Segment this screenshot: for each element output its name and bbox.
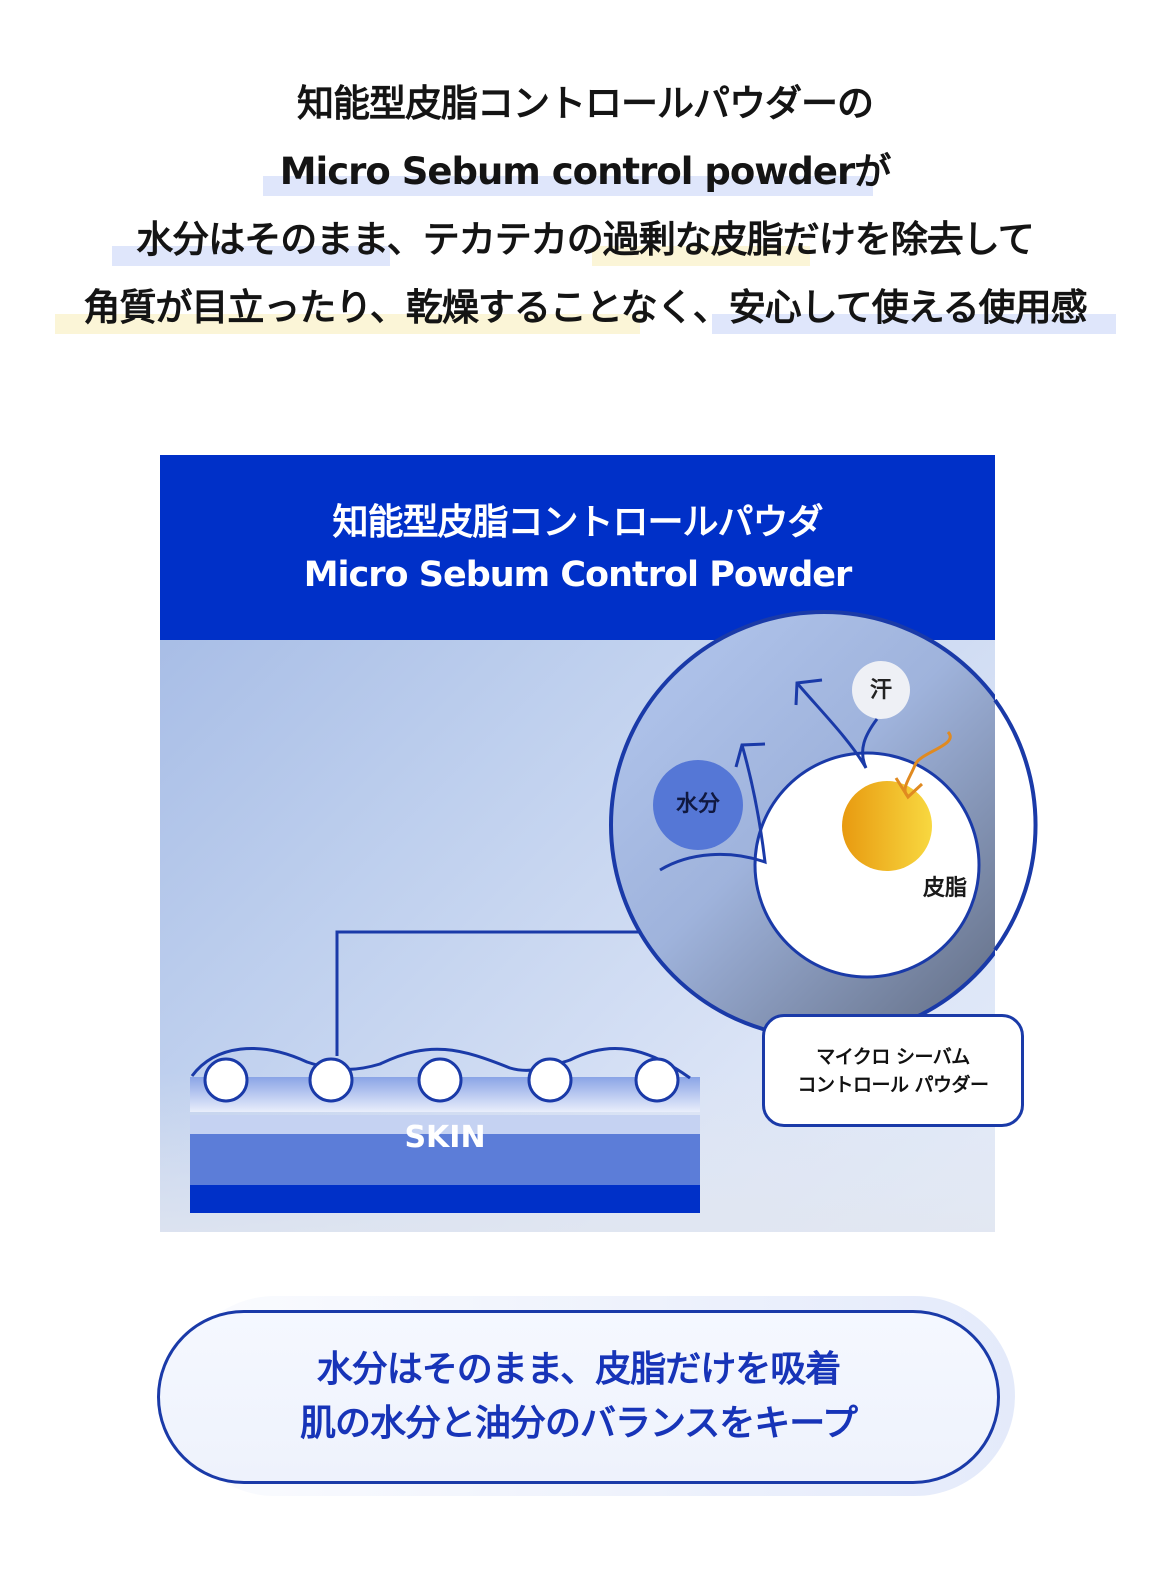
powder-particles bbox=[203, 1057, 680, 1103]
powder-callout: マイクロ シーバム コントロール パウダー bbox=[762, 1014, 1024, 1127]
sebum-drop bbox=[842, 781, 932, 871]
connector-line bbox=[335, 930, 640, 1056]
headline: 知能型皮脂コントロールパウダーの Micro Sebum control pow… bbox=[0, 70, 1170, 342]
magnified-view-circle-edge bbox=[993, 698, 1038, 952]
headline-text-3: 水分はそのまま、テカテカの過剰な皮脂だけを除去して bbox=[136, 218, 1034, 261]
powder-particle bbox=[203, 1057, 249, 1103]
skin-middle-layer bbox=[190, 1134, 700, 1185]
sweat-bubble bbox=[852, 661, 910, 719]
water-arrow-icon bbox=[659, 744, 767, 872]
summary-line-1: 水分はそのまま、皮脂だけを吸着 bbox=[316, 1349, 842, 1390]
callout-line-2: コントロール パウダー bbox=[797, 1074, 989, 1096]
diagram-title-jp: 知能型皮脂コントロールパウダ bbox=[332, 502, 823, 543]
summary-pill: 水分はそのまま、皮脂だけを吸着 肌の水分と油分のバランスをキープ bbox=[157, 1310, 1000, 1484]
headline-line-1: 知能型皮脂コントロールパウダーの bbox=[0, 70, 1170, 138]
diagram-title-en: Micro Sebum Control Powder bbox=[303, 555, 853, 595]
headline-text-2: Micro Sebum control powderが bbox=[279, 150, 892, 193]
highlight-mark bbox=[263, 176, 873, 196]
headline-text-1: 知能型皮脂コントロールパウダーの bbox=[297, 82, 874, 125]
highlight-mark bbox=[712, 314, 1116, 334]
highlight-mark bbox=[55, 314, 640, 334]
skin-base-layer bbox=[190, 1185, 700, 1213]
highlight-mark bbox=[112, 246, 390, 266]
water-bubble bbox=[653, 760, 743, 850]
highlight-mark bbox=[592, 246, 810, 266]
headline-line-4: 角質が目立ったり、乾燥することなく、安心して使える使用感 bbox=[0, 274, 1170, 342]
sweat-label: 汗 bbox=[869, 678, 892, 703]
powder-particle bbox=[417, 1057, 463, 1103]
diagram-header: 知能型皮脂コントロールパウダ Micro Sebum Control Powde… bbox=[160, 455, 995, 640]
sweat-arrowhead-icon bbox=[794, 678, 823, 706]
headline-line-2: Micro Sebum control powderが bbox=[0, 138, 1170, 206]
sebum-label: 皮脂 bbox=[922, 876, 967, 901]
skin-light-layer bbox=[190, 1115, 700, 1135]
callout-line-1: マイクロ シーバム bbox=[816, 1046, 970, 1068]
headline-line-3: 水分はそのまま、テカテカの過剰な皮脂だけを除去して bbox=[0, 206, 1170, 274]
powder-particle bbox=[527, 1057, 573, 1103]
sweat-arrow-icon bbox=[795, 682, 879, 769]
absorb-arrowhead-icon bbox=[894, 777, 924, 800]
powder-particle bbox=[308, 1057, 354, 1103]
water-label: 水分 bbox=[675, 792, 720, 817]
skin-label: SKIN bbox=[404, 1120, 486, 1155]
powder-film-line bbox=[190, 1046, 691, 1080]
headline-text-4: 角質が目立ったり、乾燥することなく、安心して使える使用感 bbox=[83, 286, 1087, 329]
water-arrowhead-icon bbox=[734, 742, 766, 768]
summary-line-2: 肌の水分と油分のバランスをキープ bbox=[299, 1403, 858, 1444]
absorb-arrow-icon bbox=[903, 730, 952, 798]
powder-particle bbox=[634, 1057, 680, 1103]
